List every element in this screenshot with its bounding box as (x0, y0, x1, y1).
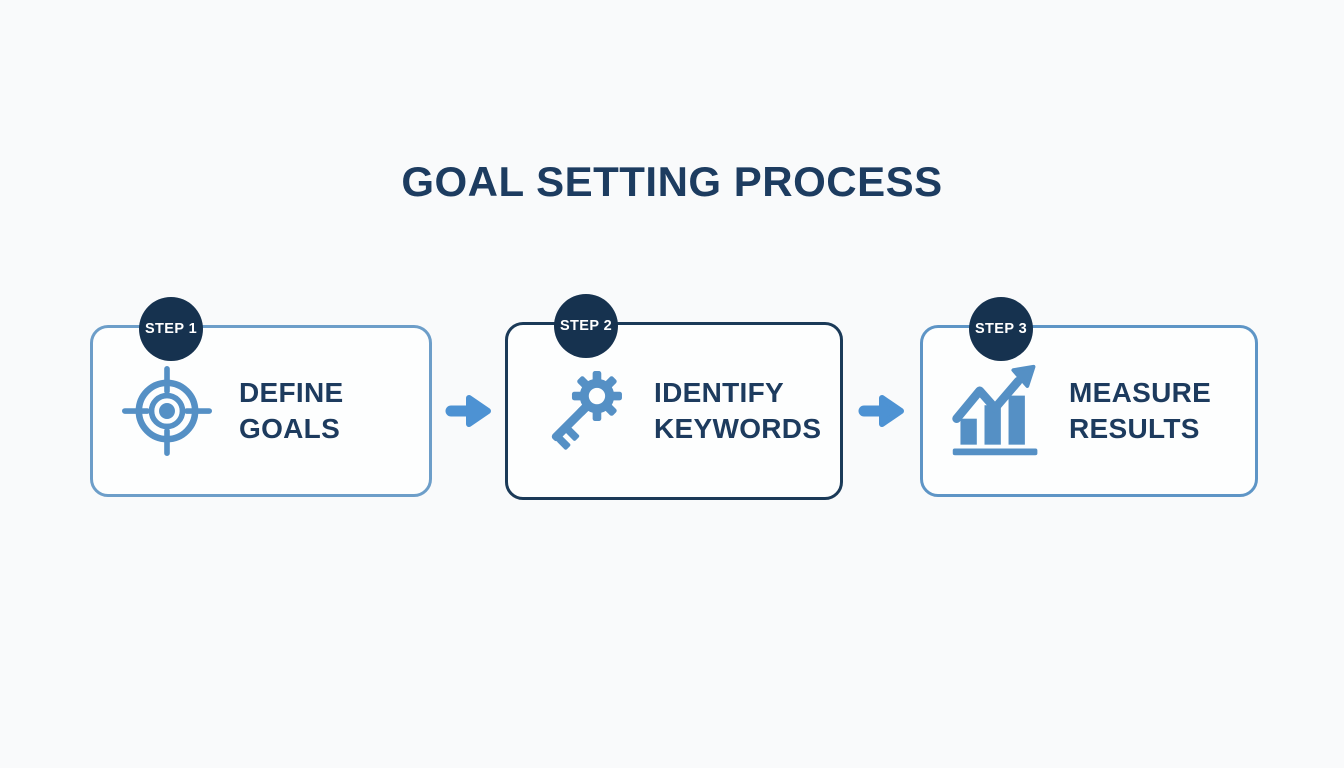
right-arrow-icon (445, 393, 493, 429)
step-2-label-line1: IDENTIFY (654, 377, 784, 409)
step-1-label: DEFINE GOALS (239, 375, 343, 446)
right-arrow-icon (858, 393, 906, 429)
step-1-label-line2: GOALS (239, 413, 341, 444)
step-3-label-line1: MEASURE (1069, 377, 1212, 409)
step-3-box: STEP 3 MEASURE RESULTS (920, 297, 1258, 497)
step-3-badge: STEP 3 (969, 297, 1033, 361)
step-1-badge: STEP 1 (139, 297, 203, 361)
step-2-box: STEP 2 (505, 294, 843, 500)
step-3-label: MEASURE RESULTS (1069, 375, 1211, 446)
step-1-box: STEP 1 DEFINE GOALS (90, 297, 432, 497)
step-2-badge: STEP 2 (554, 294, 618, 358)
step-3-label-line2: RESULTS (1069, 413, 1200, 444)
step-2-label: IDENTIFY KEYWORDS (654, 375, 821, 446)
target-icon (117, 356, 217, 466)
step-2-label-line2: KEYWORDS (654, 413, 822, 444)
bar-chart-growth-icon (947, 356, 1047, 466)
key-gear-icon (532, 356, 632, 466)
step-1-label-line1: DEFINE (239, 377, 344, 409)
page-title: GOAL SETTING PROCESS (401, 158, 943, 205)
